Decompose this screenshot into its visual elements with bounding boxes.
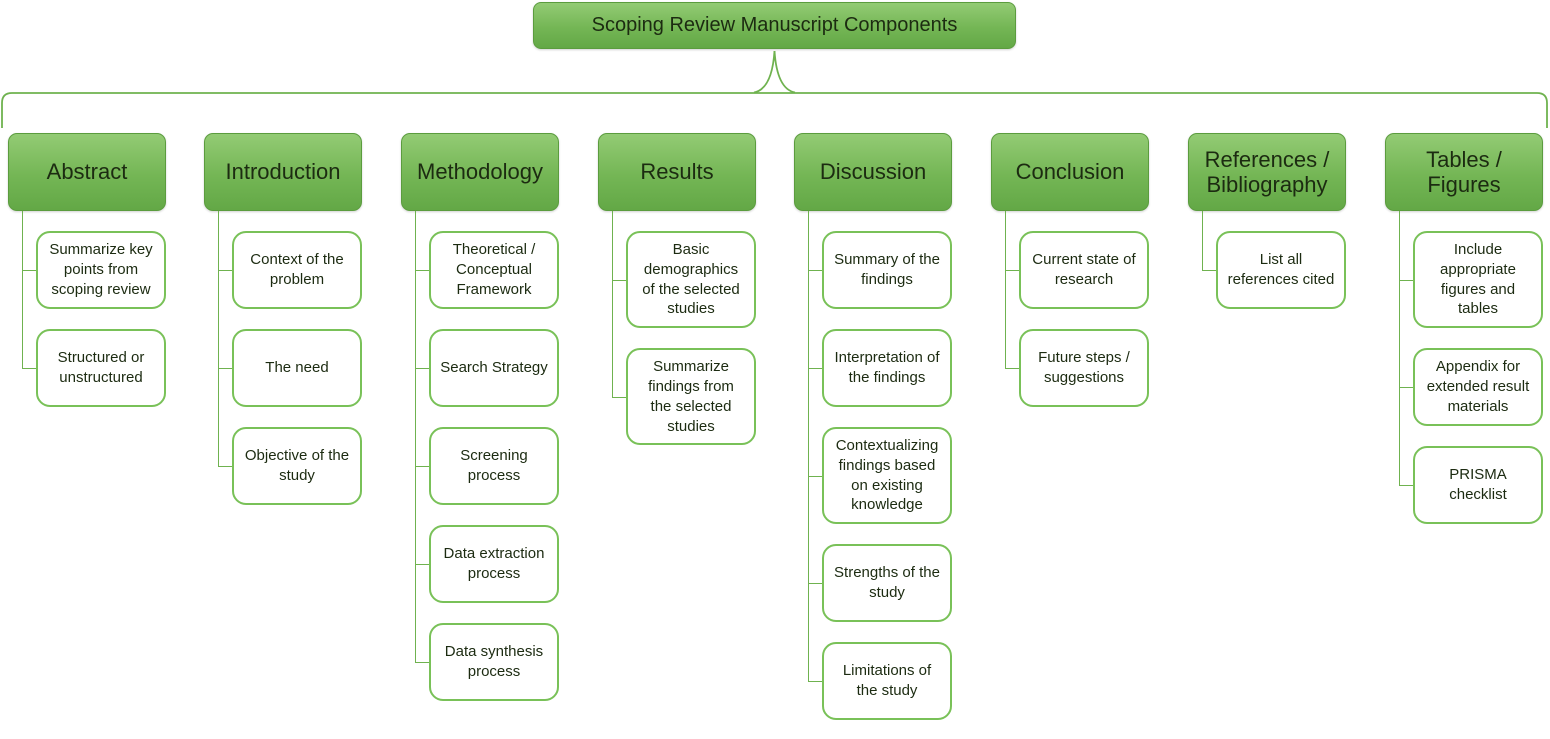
child-node: Summary of the findings: [808, 211, 952, 319]
child-node: Data synthesis process: [415, 613, 559, 711]
child-node-label: Limitations of the study: [822, 642, 952, 721]
child-node: Data extraction process: [415, 515, 559, 613]
child-node-label: Data synthesis process: [429, 623, 559, 701]
branch-methodology: Methodology Theoretical / Conceptual Fra…: [401, 133, 559, 711]
child-node: The need: [218, 319, 362, 417]
branch-abstract: Abstract Summarize key points from scopi…: [8, 133, 166, 417]
branch-children-conclusion: Current state of research Future steps /…: [991, 211, 1149, 417]
branch-conclusion: Conclusion Current state of research Fut…: [991, 133, 1149, 417]
branch-children-references: List all references cited: [1188, 211, 1346, 319]
branch-children-discussion: Summary of the findings Interpretation o…: [794, 211, 952, 730]
child-node: Search Strategy: [415, 319, 559, 417]
child-node: List all references cited: [1202, 211, 1346, 319]
branch-header-methodology: Methodology: [401, 133, 559, 211]
branch-header-results: Results: [598, 133, 756, 211]
child-node: Context of the problem: [218, 211, 362, 319]
child-node: Appendix for extended result materials: [1399, 338, 1543, 437]
child-node-label: Screening process: [429, 427, 559, 505]
branch-results: Results Basic demographics of the select…: [598, 133, 756, 455]
child-node-label: Basic demographics of the selected studi…: [626, 231, 756, 329]
child-node: Objective of the study: [218, 417, 362, 515]
child-node-label: Interpretation of the findings: [822, 329, 952, 407]
child-node-label: Summarize key points from scoping review: [36, 231, 166, 309]
child-node-label: Include appropriate figures and tables: [1413, 231, 1543, 329]
diagram-title-node: Scoping Review Manuscript Components: [533, 2, 1016, 49]
branch-references: References / Bibliography List all refer…: [1188, 133, 1346, 319]
child-node: Interpretation of the findings: [808, 319, 952, 417]
child-node-label: List all references cited: [1216, 231, 1346, 309]
child-node: Summarize key points from scoping review: [22, 211, 166, 319]
branch-children-methodology: Theoretical / Conceptual Framework Searc…: [401, 211, 559, 711]
child-node-label: The need: [232, 329, 362, 407]
branch-children-results: Basic demographics of the selected studi…: [598, 211, 756, 455]
child-node: Structured or unstructured: [22, 319, 166, 417]
child-node-label: Context of the problem: [232, 231, 362, 309]
child-node-label: Data extraction process: [429, 525, 559, 603]
branch-introduction: Introduction Context of the problem The …: [204, 133, 362, 515]
child-node-label: Theoretical / Conceptual Framework: [429, 231, 559, 309]
child-node-label: Summary of the findings: [822, 231, 952, 309]
branch-header-introduction: Introduction: [204, 133, 362, 211]
child-node: PRISMA checklist: [1399, 436, 1543, 534]
branch-tables-figures: Tables / Figures Include appropriate fig…: [1385, 133, 1543, 534]
branch-header-references: References / Bibliography: [1188, 133, 1346, 211]
branch-children-abstract: Summarize key points from scoping review…: [8, 211, 166, 417]
branch-header-discussion: Discussion: [794, 133, 952, 211]
child-node-label: Strengths of the study: [822, 544, 952, 623]
child-node-label: Contextualizing findings based on existi…: [822, 427, 952, 525]
child-node: Basic demographics of the selected studi…: [612, 211, 756, 339]
child-node-label: Summarize findings from the selected stu…: [626, 348, 756, 446]
child-node: Limitations of the study: [808, 632, 952, 730]
branch-children-tables-figures: Include appropriate figures and tables A…: [1385, 211, 1543, 534]
child-node: Summarize findings from the selected stu…: [612, 338, 756, 455]
child-node-label: Structured or unstructured: [36, 329, 166, 407]
child-node-label: Future steps / suggestions: [1019, 329, 1149, 407]
child-node: Strengths of the study: [808, 534, 952, 633]
child-node: Screening process: [415, 417, 559, 515]
child-node-label: Appendix for extended result materials: [1413, 348, 1543, 427]
branch-header-conclusion: Conclusion: [991, 133, 1149, 211]
child-node-label: Current state of research: [1019, 231, 1149, 309]
child-node: Contextualizing findings based on existi…: [808, 417, 952, 535]
branch-header-abstract: Abstract: [8, 133, 166, 211]
child-node-label: Search Strategy: [429, 329, 559, 407]
child-node-label: PRISMA checklist: [1413, 446, 1543, 525]
child-node: Include appropriate figures and tables: [1399, 211, 1543, 339]
branch-children-introduction: Context of the problem The need Objectiv…: [204, 211, 362, 515]
branch-header-tables-figures: Tables / Figures: [1385, 133, 1543, 211]
child-node: Future steps / suggestions: [1005, 319, 1149, 417]
child-node: Theoretical / Conceptual Framework: [415, 211, 559, 319]
child-node-label: Objective of the study: [232, 427, 362, 505]
child-node: Current state of research: [1005, 211, 1149, 319]
branch-discussion: Discussion Summary of the findings Inter…: [794, 133, 952, 730]
